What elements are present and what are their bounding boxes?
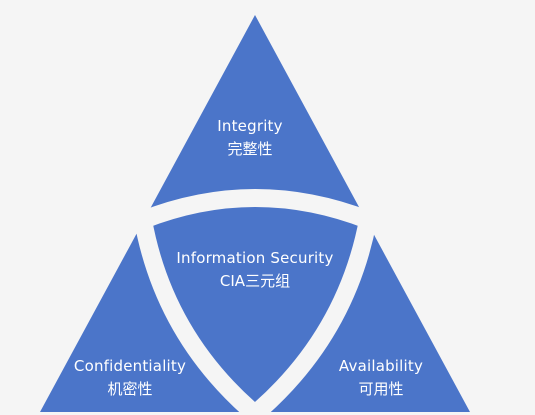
cia-triad-label: CIA三元组 xyxy=(220,272,290,290)
availability-label-cn: 可用性 xyxy=(358,380,403,398)
cia-triangle xyxy=(40,15,470,412)
confidentiality-label: Confidentiality xyxy=(74,357,186,375)
information-security-label: Information Security xyxy=(176,249,333,267)
confidentiality-label-cn: 机密性 xyxy=(107,380,152,398)
integrity-label-cn: 完整性 xyxy=(227,140,272,158)
integrity-label: Integrity xyxy=(217,117,282,135)
separator-band xyxy=(134,189,377,415)
availability-label: Availability xyxy=(339,357,423,375)
